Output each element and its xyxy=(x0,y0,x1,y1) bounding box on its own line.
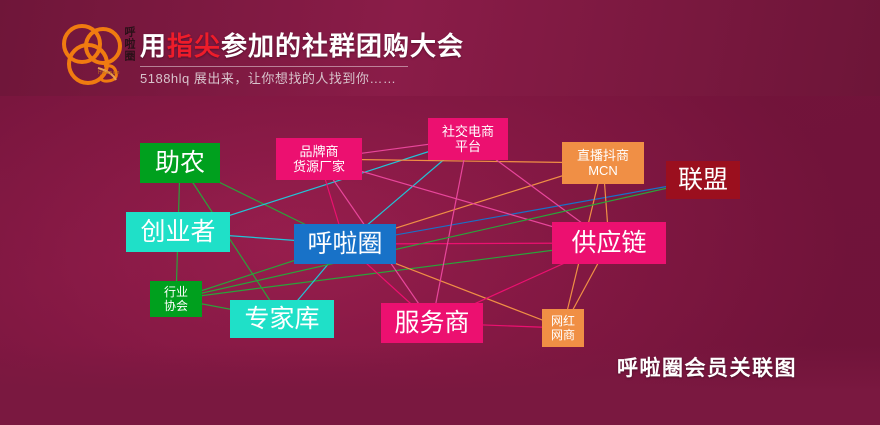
graph-node-label: 直播抖商 xyxy=(576,148,629,163)
graph-node-chuangye[interactable]: 创业者 xyxy=(126,212,230,252)
graph-node-label: 行业 xyxy=(163,285,188,299)
graph-node-hangye[interactable]: 行业协会 xyxy=(150,281,202,317)
logo-vertical-text: 呼啦圈 xyxy=(123,26,135,62)
graph-node-label: 品牌商 xyxy=(299,144,339,159)
graph-node-label: 助农 xyxy=(154,148,205,177)
page-title: 用指尖参加的社群团购大会 xyxy=(140,31,464,61)
graph-node-label: 平台 xyxy=(454,139,481,154)
graph-node-pinpai[interactable]: 品牌商货源厂家 xyxy=(276,138,362,180)
graph-node-label: 协会 xyxy=(163,299,188,313)
graph-node-label: 服务商 xyxy=(394,308,470,337)
graph-node-label: 专家库 xyxy=(244,304,320,333)
graph-edge xyxy=(179,162,283,320)
title-highlight: 指尖 xyxy=(167,31,222,61)
graph-node-label: 呼啦圈 xyxy=(307,229,383,258)
interlocking-circles-logo-icon: Hulaquan xyxy=(58,22,130,88)
title-prefix: 用 xyxy=(140,31,168,61)
graph-edge xyxy=(175,179,704,300)
graph-node-fuwushang[interactable]: 服务商 xyxy=(381,303,483,343)
footer-band xyxy=(0,345,880,425)
title-divider xyxy=(140,66,408,67)
graph-node-lianmeng[interactable]: 联盟 xyxy=(666,161,740,199)
graph-edge xyxy=(344,179,704,245)
header-band xyxy=(0,0,880,96)
graph-node-hulaquan[interactable]: 呼啦圈 xyxy=(294,224,396,264)
header: Hulaquan 呼啦圈 用指尖参加的社群团购大会 5188hlq 展出来，让你… xyxy=(0,0,880,96)
title-suffix: 参加的社群团购大会 xyxy=(221,31,465,61)
graph-edge xyxy=(318,158,604,164)
graph-node-gongying[interactable]: 供应链 xyxy=(552,222,666,264)
graph-node-label: 货源厂家 xyxy=(292,159,345,174)
graph-edge xyxy=(175,242,610,300)
page-subtitle: 5188hlq 展出来，让你想找的人找到你…… xyxy=(140,71,397,86)
graph-node-label: 网商 xyxy=(550,328,575,342)
graph-node-label: 社交电商 xyxy=(441,124,494,139)
graph-node-zhunong[interactable]: 助农 xyxy=(140,143,220,183)
graph-node-label: 创业者 xyxy=(140,217,216,246)
diagram-caption: 呼啦圈会员关联图 xyxy=(617,357,797,380)
graph-node-label: 网红 xyxy=(550,314,575,328)
graph-node-label: 供应链 xyxy=(571,228,647,257)
graph-node-wanghong[interactable]: 网红网商 xyxy=(542,309,584,347)
graph-edge xyxy=(431,138,469,324)
graph-node-label: MCN xyxy=(588,163,618,178)
graph-node-zhuanjia[interactable]: 专家库 xyxy=(230,300,334,338)
graph-node-label: 联盟 xyxy=(677,165,728,194)
graph-node-shejiao[interactable]: 社交电商平台 xyxy=(428,118,508,160)
svg-text:Hulaquan: Hulaquan xyxy=(98,70,120,76)
